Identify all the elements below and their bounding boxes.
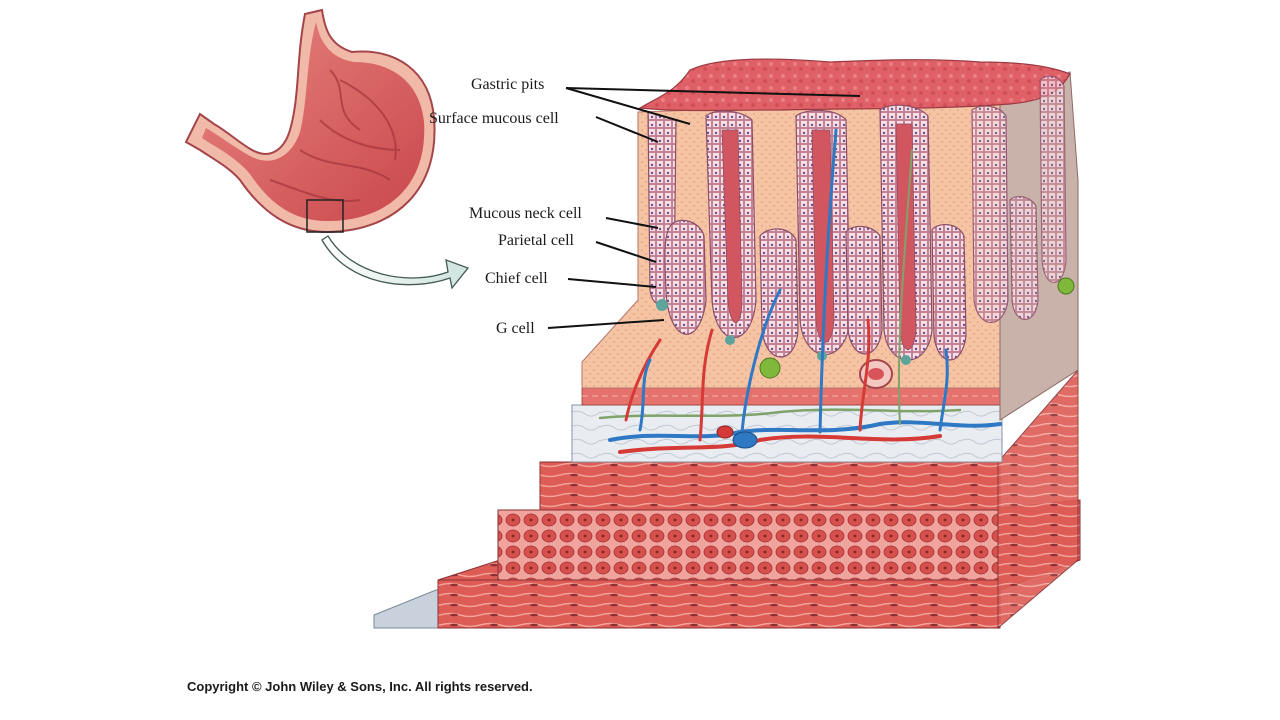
label-parietal-cell: Parietal cell bbox=[498, 232, 574, 249]
magnify-arrow bbox=[321, 235, 470, 290]
mucosal-surface bbox=[638, 58, 1071, 112]
label-gastric-pits: Gastric pits bbox=[471, 76, 545, 93]
stomach-overview bbox=[184, 8, 436, 234]
tissue-block bbox=[373, 58, 1081, 630]
oblique-muscle-layer bbox=[539, 461, 1001, 511]
magnified-region-box bbox=[306, 199, 344, 233]
copyright-notice: Copyright © John Wiley & Sons, Inc. All … bbox=[187, 679, 533, 694]
circular-muscle-layer bbox=[497, 509, 999, 581]
label-chief-cell: Chief cell bbox=[485, 270, 548, 287]
leader-lines bbox=[547, 87, 861, 329]
label-mucous-neck-cell: Mucous neck cell bbox=[469, 205, 582, 222]
label-g-cell: G cell bbox=[496, 320, 535, 337]
label-surface-mucous-cell: Surface mucous cell bbox=[429, 110, 559, 127]
submucosa-layer bbox=[571, 404, 1003, 463]
blood-vessels bbox=[598, 128, 1002, 454]
